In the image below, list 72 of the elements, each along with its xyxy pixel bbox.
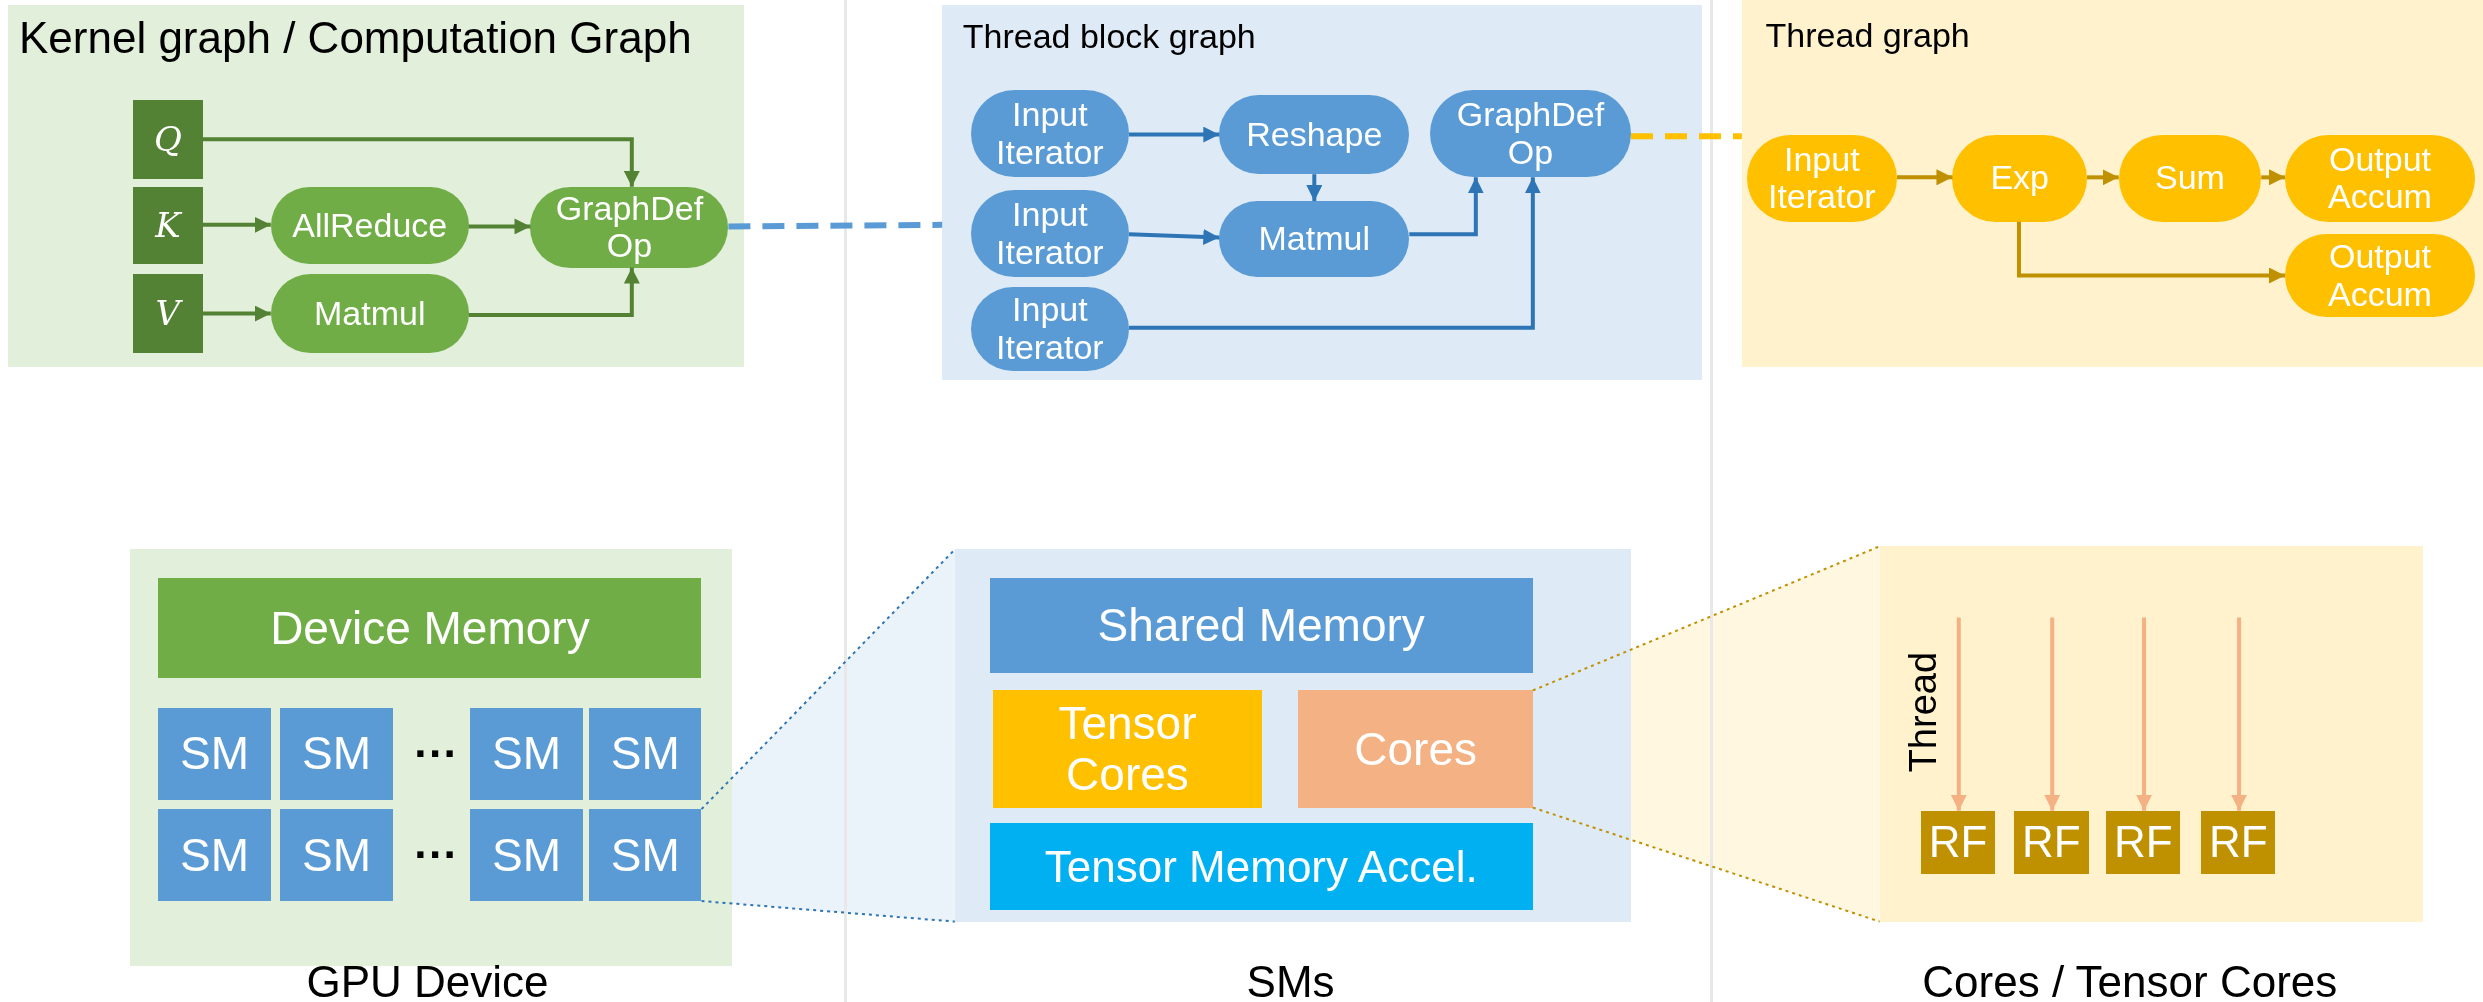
sm-block: SM: [470, 809, 583, 901]
op-pill: Output Accum: [2284, 134, 2475, 222]
op-pill: GraphDef Op: [1429, 90, 1631, 178]
panel: [1741, 0, 2483, 368]
register-block: RF: [2106, 810, 2181, 875]
column-caption: SMs: [1245, 955, 1336, 1002]
arrow: [2016, 221, 2285, 284]
dashed-line: [728, 221, 943, 230]
panel: [1879, 546, 2423, 922]
sm-block: SM: [280, 707, 393, 800]
panel: [7, 4, 745, 368]
memory-block: Device Memory: [158, 577, 702, 678]
op-pill: Output Accum: [2284, 234, 2475, 317]
op-pill: AllReduce: [270, 186, 469, 265]
sm-block: SM: [470, 707, 583, 800]
arrow: [2044, 617, 2061, 811]
ellipsis-mark: ···: [413, 727, 460, 780]
arrow: [1897, 169, 1953, 186]
memory-block: Tensor Memory Accel.: [989, 823, 1533, 911]
input-square: V: [133, 273, 203, 354]
op-pill: Matmul: [270, 273, 469, 354]
arrow: [202, 216, 271, 233]
input-square: Q: [133, 99, 203, 179]
panel-title: Thread block graph: [962, 17, 1256, 57]
arrow: [2087, 169, 2119, 186]
dashed-line: [700, 900, 956, 923]
ellipsis-mark: ···: [413, 829, 460, 882]
sm-block: SM: [280, 809, 393, 901]
arrow: [1129, 126, 1220, 143]
panel-title: Thread graph: [1765, 15, 1970, 55]
core-block: Tensor Cores: [992, 690, 1263, 808]
memory-block: Shared Memory: [989, 577, 1533, 673]
arrow: [202, 137, 640, 187]
op-pill: Sum: [2118, 134, 2262, 222]
dashed-line: [1531, 806, 1881, 923]
arrow: [1128, 228, 1220, 245]
panel: [129, 549, 732, 966]
arrow: [468, 267, 640, 318]
op-pill: Exp: [1952, 134, 2088, 222]
arrow: [1950, 617, 1967, 811]
column-caption: Cores / Tensor Cores: [1921, 955, 2339, 1002]
column-caption: GPU Device: [305, 955, 550, 1002]
core-block: Cores: [1298, 690, 1533, 808]
input-square: K: [133, 186, 203, 265]
arrow: [2136, 617, 2153, 811]
sm-block: SM: [158, 809, 271, 901]
panel-title: Kernel graph / Computation Graph: [19, 12, 692, 63]
op-pill: Reshape: [1219, 95, 1410, 175]
register-block: RF: [2014, 810, 2089, 875]
arrow: [2231, 617, 2248, 811]
arrow: [468, 218, 531, 235]
register-block: RF: [2201, 810, 2276, 875]
op-pill: Input Iterator: [970, 286, 1129, 371]
sm-block: SM: [158, 707, 271, 800]
op-pill: Input Iterator: [1746, 134, 1897, 222]
arrow: [1306, 174, 1323, 202]
dashed-line: [700, 548, 956, 811]
op-pill: GraphDef Op: [530, 186, 729, 268]
register-block: RF: [1920, 810, 1996, 875]
sm-block: SM: [589, 809, 702, 901]
arrow: [2261, 169, 2285, 186]
dashed-line: [1531, 545, 1881, 692]
sm-block: SM: [589, 707, 702, 800]
arrow: [1129, 177, 1541, 330]
panel: [942, 4, 1703, 381]
op-pill: Input Iterator: [970, 190, 1129, 278]
op-pill: Input Iterator: [970, 90, 1129, 178]
arrow: [202, 305, 271, 322]
edge-label: Thread: [1901, 651, 1946, 775]
arrow: [1409, 177, 1484, 237]
op-pill: Matmul: [1219, 201, 1410, 278]
dashed-line: [1631, 133, 1742, 140]
